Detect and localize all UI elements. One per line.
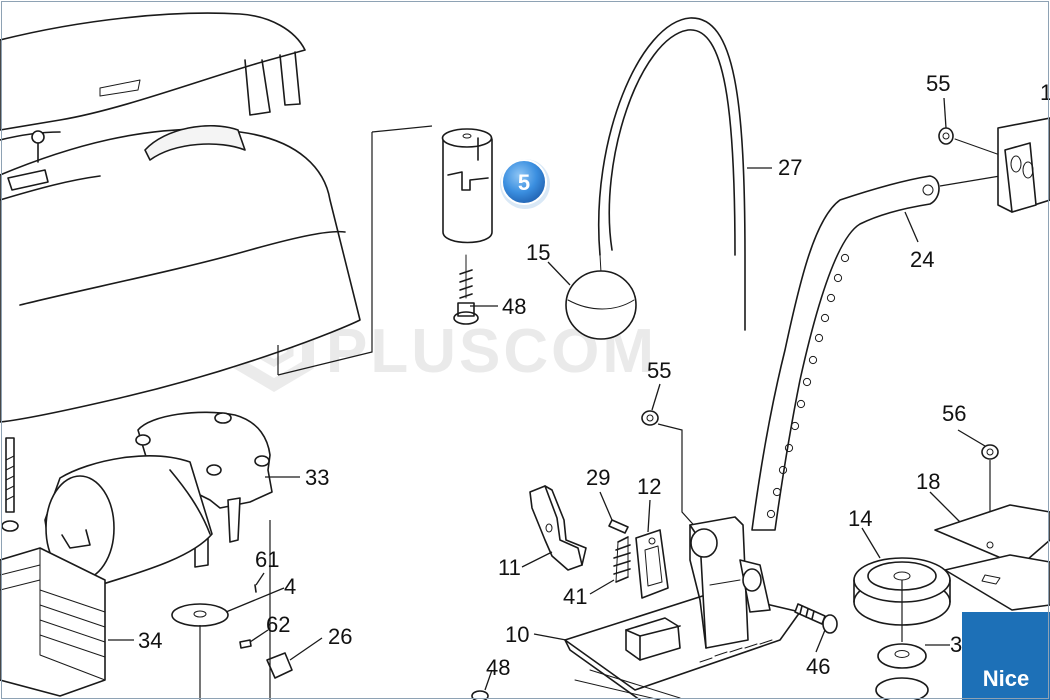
nut-55-upper — [938, 127, 1001, 156]
callout-55-lower: 55 — [647, 358, 671, 383]
part-cylinder — [441, 128, 493, 244]
spring — [613, 536, 631, 583]
callout-24: 24 — [910, 247, 934, 272]
small-screw-62 — [239, 639, 252, 649]
brand-logo-text: Nice — [982, 666, 1030, 691]
callout-34: 34 — [138, 628, 162, 653]
callout-15: 15 — [526, 240, 550, 265]
hinge-plate — [635, 529, 669, 599]
pin — [608, 519, 629, 534]
base-plate — [934, 504, 1050, 611]
screw-48-lower — [471, 690, 489, 700]
electric-motor — [44, 455, 213, 587]
leader-lines — [108, 97, 986, 691]
part-5-badge[interactable]: 5 — [500, 159, 550, 209]
dashed-guide — [371, 125, 433, 133]
callout-1: 1 — [1040, 80, 1050, 105]
mounting-bracket — [997, 117, 1050, 213]
callout-10: 10 — [505, 622, 529, 647]
washer — [171, 603, 229, 700]
callout-12: 12 — [637, 474, 661, 499]
callout-4: 4 — [284, 574, 296, 599]
small-pin-61 — [254, 584, 257, 593]
badge-number: 5 — [518, 170, 530, 195]
perforated-arm — [751, 175, 940, 531]
pull-ball — [565, 270, 637, 340]
bolt-46 — [794, 603, 838, 634]
callout-11: 11 — [498, 555, 521, 580]
callout-29: 29 — [586, 465, 610, 490]
callout-48-lower: 48 — [486, 655, 510, 680]
callout-33: 33 — [305, 465, 329, 490]
nut-55-lower — [641, 410, 701, 533]
callout-18: 18 — [916, 469, 940, 494]
brand-logo: Nice — [962, 612, 1050, 700]
long-screw — [1, 437, 19, 532]
cap-26 — [266, 520, 293, 700]
callout-62: 62 — [266, 612, 290, 637]
callout-48-upper: 48 — [502, 294, 526, 319]
callout-27: 27 — [778, 155, 802, 180]
motor-cover — [0, 12, 361, 423]
gear-stack — [853, 557, 951, 700]
callout-46: 46 — [806, 654, 830, 679]
callout-41: 41 — [563, 584, 587, 609]
dashed-guide — [939, 175, 1001, 187]
gearbox — [135, 411, 273, 568]
screw-48-upper — [453, 254, 479, 325]
callout-3: 3 — [950, 632, 962, 657]
callout-56: 56 — [942, 401, 966, 426]
main-base — [564, 516, 801, 700]
callout-26: 26 — [328, 624, 352, 649]
lever-bracket — [529, 485, 587, 571]
callout-55-upper: 55 — [926, 71, 950, 96]
callout-labels: 55 1 27 24 15 48 55 56 33 29 12 18 14 11… — [138, 71, 1050, 680]
dashed-guide — [277, 132, 373, 376]
callout-61: 61 — [255, 547, 279, 572]
transformer — [0, 547, 106, 697]
callout-14: 14 — [848, 506, 872, 531]
